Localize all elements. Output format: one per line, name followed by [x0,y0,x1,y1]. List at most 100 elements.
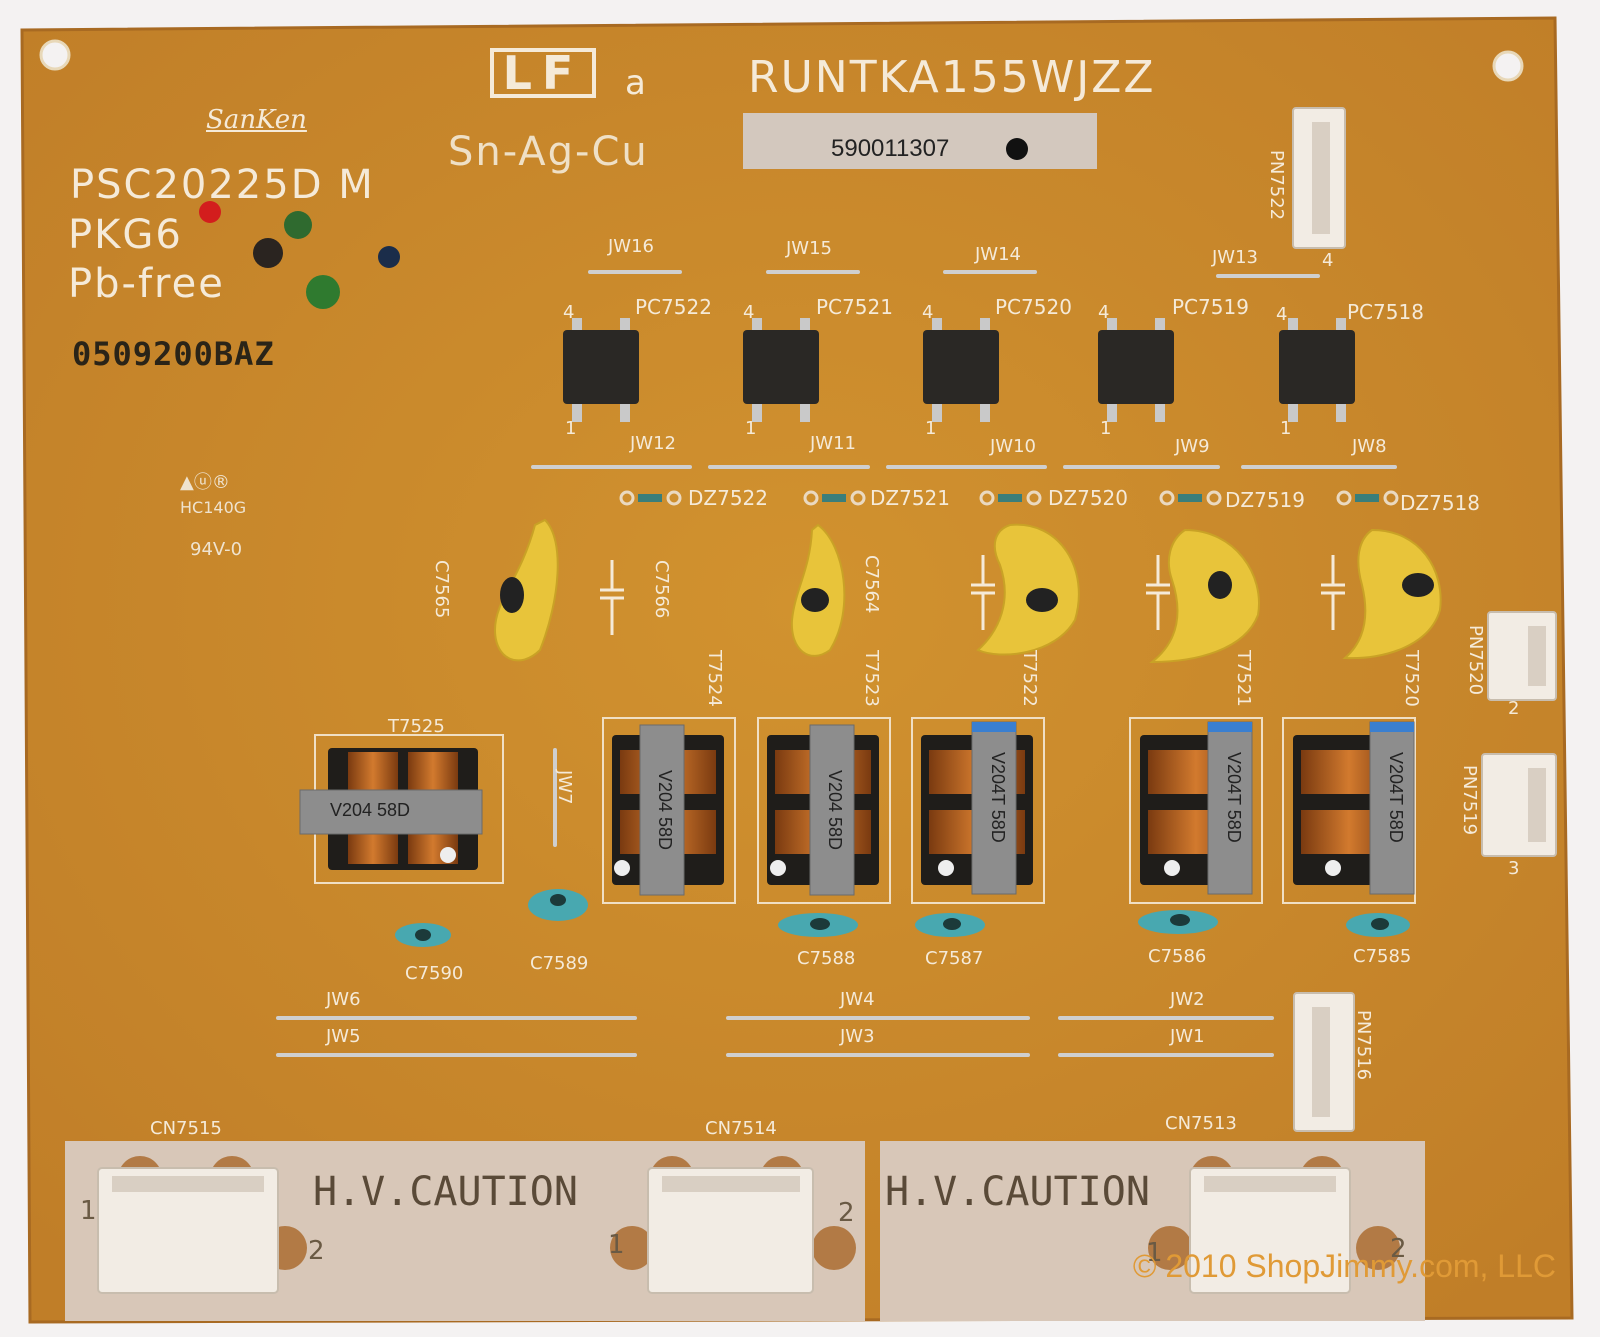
transformer-core-label: V204T 58D [1224,752,1244,843]
photocoupler-label: PC7519 [1172,295,1249,319]
pin-marker: 4 [743,302,755,323]
solder-spec: Sn-Ag-Cu [448,129,649,175]
transformer-core-label: V204 58D [655,770,675,851]
jumper-label: JW10 [990,436,1037,457]
transformer-core-label: V204 58D [825,770,845,851]
jumper-label: JW3 [840,1026,875,1047]
connector-label: CN7514 [705,1118,777,1139]
capacitor-label: C7585 [1353,946,1412,967]
pin-marker: 1 [925,418,937,439]
transformer-label: T7522 [1019,650,1040,707]
jumper-label: JW7 [554,770,575,805]
date-code: 0509200BAZ [72,335,275,373]
ul-mark-code: HC140G [180,498,247,517]
pin-number: 1 [80,1196,97,1226]
hv-caution-label: H.V.CAUTION [313,1169,578,1215]
ul-logo-icon: ▲ⓤ® [180,472,230,493]
capacitor-label: C7589 [530,953,589,974]
capacitor [1342,528,1442,660]
capacitor [1149,528,1260,664]
package-text: PKG6 [68,212,183,258]
jumper-label: JW15 [786,238,833,259]
transformer-core-label: V204 58D [330,800,411,820]
jumper-label: JW8 [1352,436,1387,457]
connector-label: PN7519 [1459,765,1480,836]
transformer-core-label: V204T 58D [1386,752,1406,843]
pin-marker: 4 [1322,250,1334,271]
copyright-watermark: © 2010 ShopJimmy.com, LLC [1132,1248,1556,1284]
lf-suffix: a [625,63,646,103]
pin-number: 1 [608,1230,625,1260]
jumper-label: JW14 [975,244,1022,265]
transformer-label: T7524 [704,650,725,707]
photocoupler-label: PC7520 [995,295,1072,319]
connector-label: PN7516 [1353,1010,1374,1081]
transformer-label: T7523 [861,650,882,707]
sticker-number: 590011307 [831,135,950,162]
connector-label: PN7522 [1266,150,1287,221]
pin-number: 2 [1390,1234,1407,1264]
pin-marker: 4 [563,302,575,323]
jumper-label: JW4 [840,989,875,1010]
jumper-label: JW16 [608,236,655,257]
flammability-rating: 94V-0 [190,539,243,560]
transformer-label: T7520 [1401,650,1422,707]
lf-logo: LF [490,48,596,98]
connector-label: CN7515 [150,1118,222,1139]
capacitor-label: C7564 [861,555,882,614]
pin-marker: 1 [565,418,577,439]
zener-label: DZ7521 [870,486,950,510]
zener-label: DZ7519 [1225,488,1305,512]
jumper-label: JW2 [1170,989,1205,1010]
capacitor-label: C7566 [651,560,672,619]
pin-marker: 1 [745,418,757,439]
jumper-label: JW12 [630,433,677,454]
connector-housing [1189,1167,1351,1294]
pin-marker: 2 [1508,698,1520,719]
pin-marker: 4 [1098,302,1110,323]
jumper-label: JW9 [1175,436,1210,457]
jumper-label: JW11 [810,433,857,454]
pb-free-text: Pb-free [68,261,225,307]
connector-label: CN7513 [1165,1113,1237,1134]
pcb-outline [20,16,1574,1324]
pin-marker: 3 [1508,858,1520,879]
lf-logo-letters: LF [490,48,596,98]
part-number: RUNTKA155WJZZ [748,52,1156,103]
connector-housing [647,1167,814,1294]
maker-logo: SanKen [206,105,307,135]
jumper-label: JW13 [1212,247,1259,268]
mounting-hole [39,39,71,71]
transformer-label: T7525 [388,716,445,737]
jumper-label: JW5 [326,1026,361,1047]
transformer-label: T7521 [1233,650,1254,707]
capacitor-label: C7590 [405,963,464,984]
capacitor-label: C7586 [1148,946,1207,967]
photocoupler-label: PC7521 [816,295,893,319]
pin-marker: 4 [922,302,934,323]
paint-dot [1006,138,1028,160]
serial-sticker: 590011307 [743,113,1097,169]
hv-caution-label: H.V.CAUTION [885,1169,1150,1215]
transformer-core-label: V204T 58D [988,752,1008,843]
zener-label: DZ7520 [1048,486,1128,510]
photocoupler-group [563,318,1355,422]
capacitor [976,523,1080,656]
jumper-label: JW1 [1170,1026,1205,1047]
connector-housing [97,1167,279,1294]
connector-label: PN7520 [1465,625,1486,696]
jumper-label: JW6 [326,989,361,1010]
capacitor-label: C7565 [431,560,452,619]
pin-number: 2 [838,1198,855,1228]
model-text: PSC20225D M [70,162,375,208]
transformer-core [299,748,483,870]
capacitor-label: C7588 [797,948,856,969]
pin-number: 1 [1146,1238,1163,1268]
zener-label: DZ7522 [688,486,768,510]
mounting-hole [1492,50,1524,82]
zener-label: DZ7518 [1400,491,1480,515]
pin-number: 2 [308,1236,325,1266]
photocoupler-label: PC7518 [1347,300,1424,324]
pin-marker: 1 [1100,418,1112,439]
